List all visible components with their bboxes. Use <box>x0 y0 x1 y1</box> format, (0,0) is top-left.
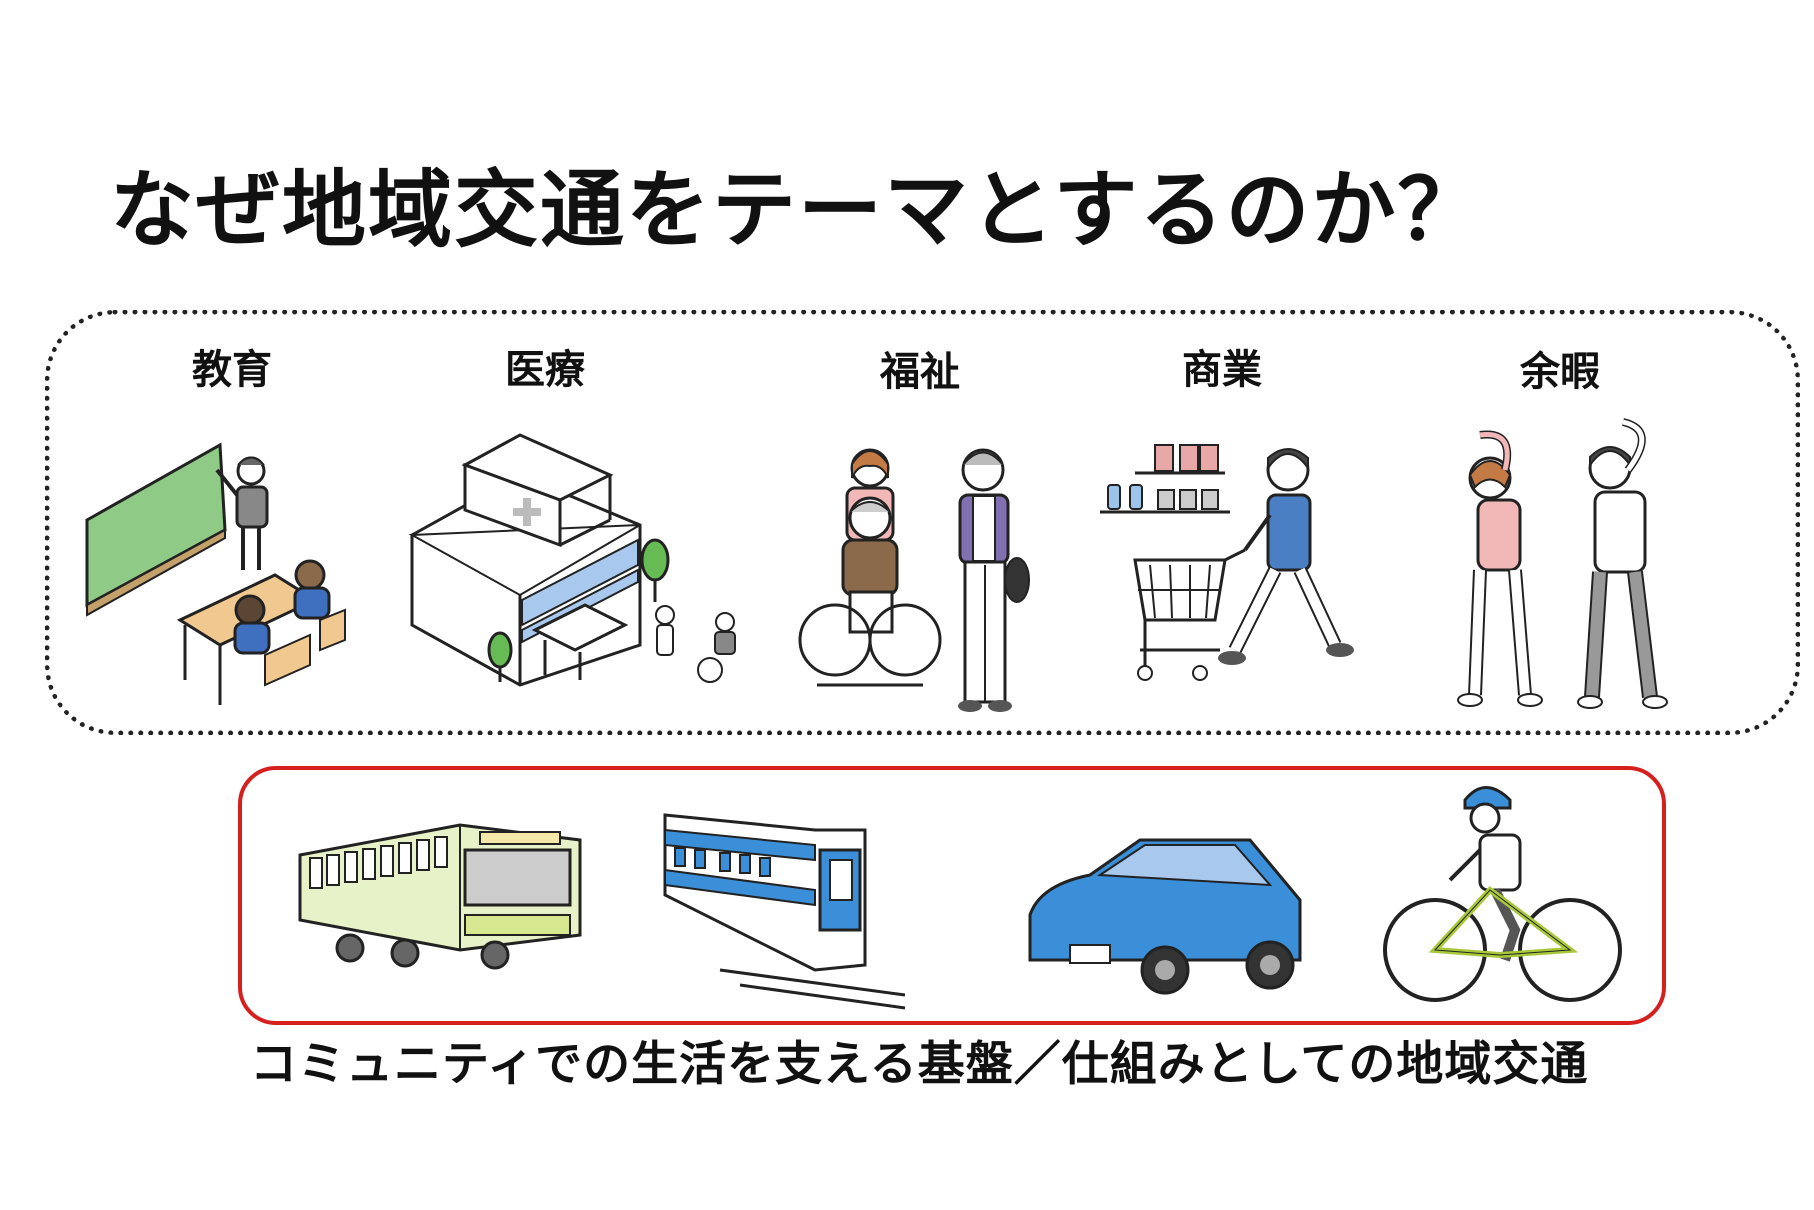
car-icon <box>1028 838 1302 995</box>
caregiver-wheelchair-icon <box>798 448 1030 712</box>
transport-group <box>238 766 1666 1025</box>
category-label-education: 教育 <box>192 347 272 393</box>
train-icon <box>663 813 906 1010</box>
category-label-welfare: 福祉 <box>880 349 960 395</box>
category-label-commerce: 商業 <box>1182 347 1262 393</box>
bicycle-icon <box>1383 786 1622 1002</box>
stretching-people-icon <box>1457 418 1668 709</box>
category-label-medical: 医療 <box>505 347 585 393</box>
hospital-icon <box>408 433 736 687</box>
category-label-leisure: 余暇 <box>1520 349 1600 395</box>
page-title: なぜ地域交通をテーマとするのか？ <box>110 161 1484 259</box>
classroom-icon <box>85 442 346 705</box>
caption-text: コミュニティでの生活を支える基盤／仕組みとしての地域交通 <box>250 1037 1589 1092</box>
shopping-cart-icon <box>1100 444 1354 681</box>
bus-icon <box>298 823 582 970</box>
life-domains-group <box>45 310 1800 735</box>
